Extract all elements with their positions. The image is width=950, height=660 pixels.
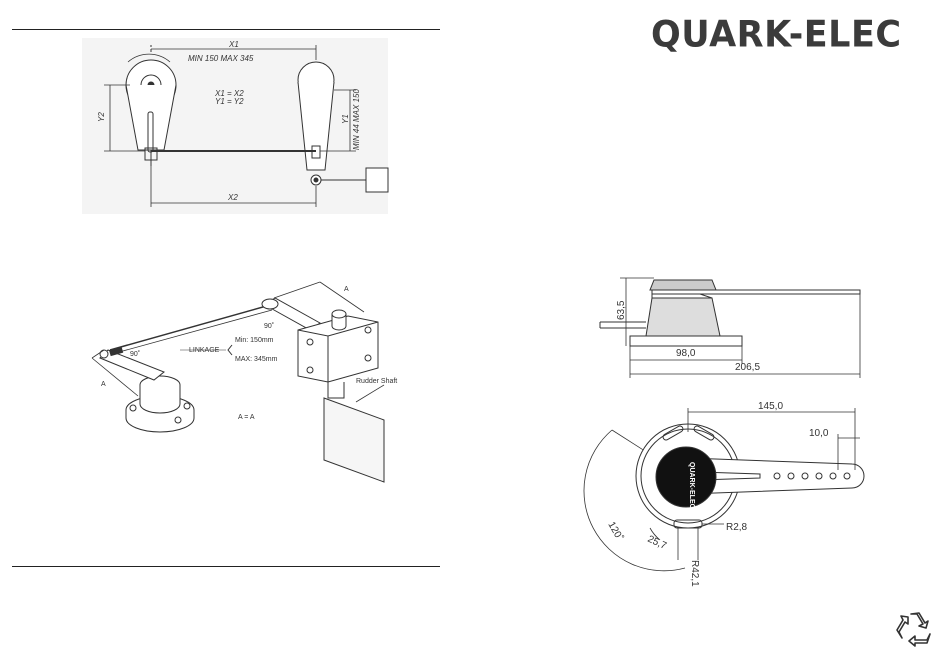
dim-length: 206,5 (735, 362, 760, 373)
iso-a-left: A (101, 381, 106, 388)
equation-y: Y1 = Y2 (215, 97, 244, 106)
rudder-shaft-label: Rudder Shaft (356, 378, 397, 385)
y1-range: MIN 44 MAX 150 (352, 89, 361, 150)
dim-height: 63,5 (616, 300, 627, 320)
dim-r-large: R42,1 (689, 560, 700, 587)
dim-r-small: R2,8 (726, 522, 748, 533)
dim-hole-pitch: 10,0 (809, 428, 829, 439)
y2-label: Y2 (97, 112, 106, 122)
dim-base: 98,0 (676, 348, 696, 359)
x2-label: X2 (227, 193, 238, 202)
a-equals-a: A = A (238, 414, 255, 421)
iso-angle-left: 90˚ (130, 350, 140, 358)
dim-angle: 120˚ (605, 520, 625, 543)
x1-range: MIN 150 MAX 345 (188, 54, 254, 63)
iso-a-top: A (344, 286, 349, 293)
isometric-drawing (92, 282, 384, 482)
iso-angle-right: 90˚ (264, 322, 274, 330)
recycle-icon (896, 608, 936, 648)
x1-label: X1 (228, 40, 239, 49)
dim-slot: 25,7 (646, 534, 669, 552)
linkage-min: Min: 150mm (235, 337, 274, 344)
face-logo: QUARK-ELEC (688, 462, 695, 509)
linkage-max: MAX: 345mm (235, 356, 278, 363)
plan-drawing (82, 38, 388, 214)
linkage-label: LINKAGE (189, 347, 220, 354)
y1-label: Y1 (341, 114, 350, 124)
dim-arm-length: 145,0 (758, 401, 783, 412)
side-view (600, 278, 860, 378)
